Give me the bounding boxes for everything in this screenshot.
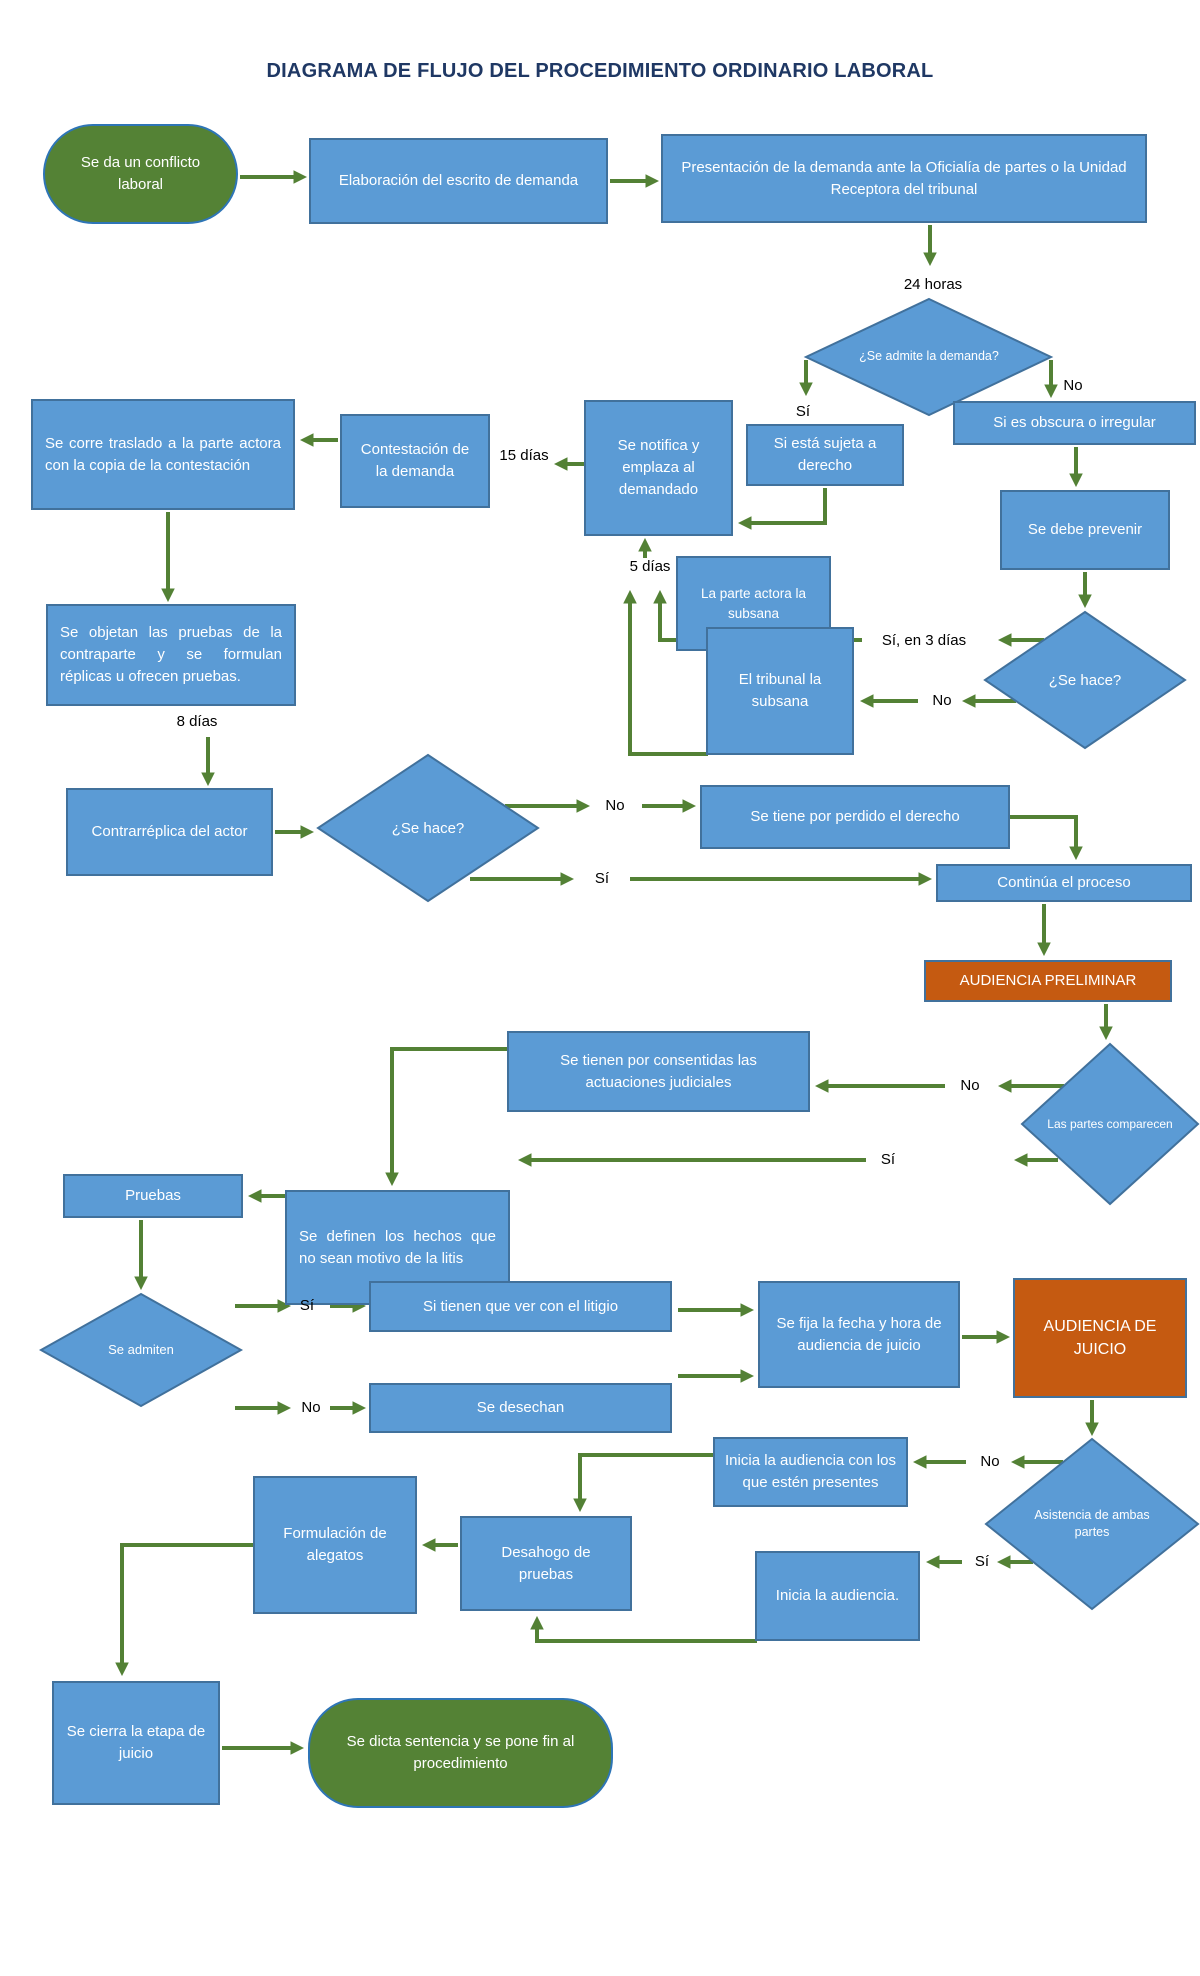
arrow-tribunal-5dias <box>623 589 708 756</box>
page-title: DIAGRAMA DE FLUJO DEL PROCEDIMIENTO ORDI… <box>266 60 934 82</box>
arrow-perdido-continua <box>1010 815 1083 861</box>
node-corre-traslado: Se corre traslado a la parte actora con … <box>31 399 295 510</box>
node-desahogo-pruebas: Desahogo de pruebas <box>460 1516 632 1611</box>
label-no-asistencia: No <box>980 1453 1000 1470</box>
label-si-en-3-dias: Sí, en 3 días <box>881 632 967 649</box>
node-continua-proceso: Continúa el proceso <box>936 864 1192 902</box>
label-si-asistencia: Sí <box>974 1553 990 1570</box>
arrow-iniciaaudiencia-desahogo <box>530 1615 757 1643</box>
node-pruebas: Pruebas <box>63 1174 243 1218</box>
diamond-partes-comparecen <box>1020 1042 1200 1206</box>
label-5-dias: 5 días <box>629 558 671 575</box>
label-si-admite: Sí <box>795 403 811 420</box>
node-consentidas-actuaciones: Se tienen por consentidas las actuacione… <box>507 1031 810 1112</box>
node-debe-prevenir: Se debe prevenir <box>1000 490 1170 570</box>
label-15-dias: 15 días <box>499 447 549 464</box>
node-inicia-presentes: Inicia la audiencia con los que estén pr… <box>713 1437 908 1507</box>
label-si-comparecen: Sí <box>880 1151 896 1168</box>
label-no-admiten: No <box>301 1399 321 1416</box>
node-objetan-pruebas: Se objetan las pruebas de la contraparte… <box>46 604 296 706</box>
node-se-desechan: Se desechan <box>369 1383 672 1433</box>
node-fija-fecha-audiencia: Se fija la fecha y hora de audiencia de … <box>758 1281 960 1388</box>
node-contrarreplica-actor: Contrarréplica del actor <box>66 788 273 876</box>
node-inicia-audiencia: Inicia la audiencia. <box>755 1551 920 1641</box>
node-start: Se da un conflicto laboral <box>43 124 238 224</box>
node-formulacion-alegatos: Formulación de alegatos <box>253 1476 417 1614</box>
label-24-horas: 24 horas <box>903 276 963 293</box>
node-presentacion-demanda: Presentación de la demanda ante la Ofici… <box>661 134 1147 223</box>
label-8-dias: 8 días <box>176 713 218 730</box>
node-tribunal-subsana: El tribunal la subsana <box>706 627 854 755</box>
arrow-formulacion-cierra <box>115 1543 253 1677</box>
arrow-presentes-desahogo <box>573 1453 713 1513</box>
label-no-admite: No <box>1063 377 1083 394</box>
diamond-se-admiten <box>38 1292 244 1408</box>
label-no-sehace1: No <box>932 692 952 709</box>
diamond-se-hace-1 <box>983 610 1187 750</box>
arrow-sujeta-notifica <box>737 488 827 530</box>
arrow-consentidas-definen <box>385 1047 507 1187</box>
node-contestacion-demanda: Contestación de la demanda <box>340 414 490 508</box>
label-no-comparecen: No <box>960 1077 980 1094</box>
node-cierra-etapa-juicio: Se cierra la etapa de juicio <box>52 1681 220 1805</box>
node-audiencia-juicio: AUDIENCIA DE JUICIO <box>1013 1278 1187 1398</box>
node-perdido-derecho: Se tiene por perdido el derecho <box>700 785 1010 849</box>
node-fin-sentencia: Se dicta sentencia y se pone fin al proc… <box>308 1698 613 1808</box>
diamond-admite-demanda <box>803 297 1054 417</box>
label-no-sehace2: No <box>605 797 625 814</box>
diam-asistencia-partes <box>984 1437 1200 1611</box>
arrow-parteactora-5dias <box>653 589 676 642</box>
node-obscura-irregular: Si es obscura o irregular <box>953 401 1196 445</box>
node-notifica-emplaza: Se notifica y emplaza al demandado <box>584 400 733 536</box>
label-si-sehace2: Sí <box>594 870 610 887</box>
node-audiencia-preliminar: AUDIENCIA PRELIMINAR <box>924 960 1172 1002</box>
node-elaboracion-demanda: Elaboración del escrito de demanda <box>309 138 608 224</box>
label-si-admiten: Sí <box>299 1297 315 1314</box>
node-ver-con-litigio: Si tienen que ver con el litigio <box>369 1281 672 1332</box>
node-sujeta-derecho: Si está sujeta a derecho <box>746 424 904 486</box>
diamond-se-hace-2 <box>316 753 540 903</box>
